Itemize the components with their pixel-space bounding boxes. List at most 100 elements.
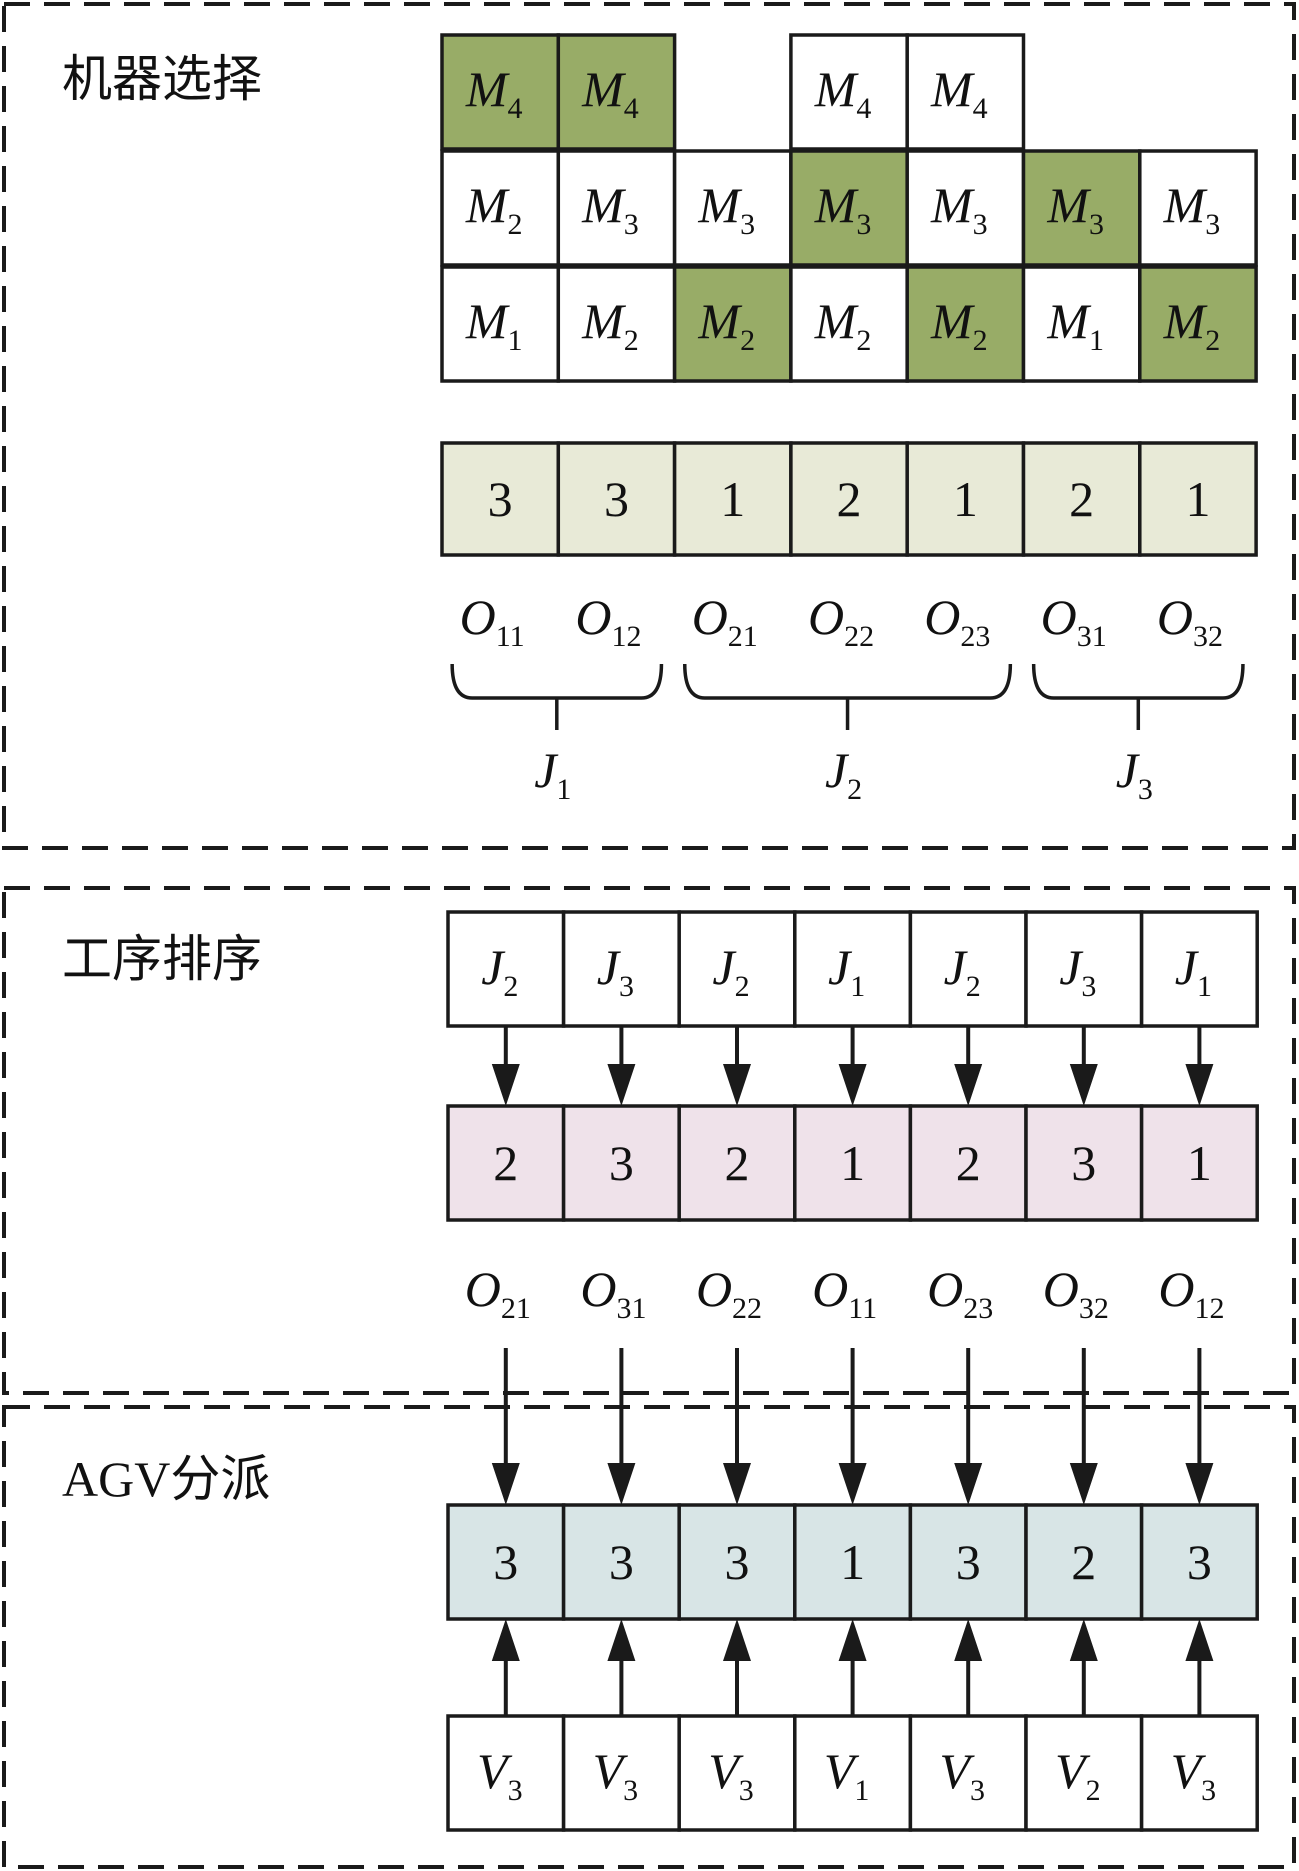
- sequence-gene-box: [1139, 1104, 1259, 1222]
- section-title-machine-selection: 机器选择: [62, 51, 262, 107]
- operation-sequencing-frame: [2, 886, 1296, 1395]
- agv-gene-value: 3: [1187, 1534, 1212, 1590]
- machine-selection-frame: [2, 2, 1296, 850]
- up-arrow: [954, 1619, 983, 1716]
- operation-label: O32: [1157, 589, 1223, 653]
- sequence-job-label: J3: [597, 939, 634, 1003]
- sequence-operation-label: O12: [1158, 1261, 1224, 1325]
- machine-gene-cell: 3: [440, 441, 561, 557]
- sequence-operation-label: O11: [812, 1261, 877, 1325]
- sequence-gene-cell: 3: [1024, 1104, 1144, 1222]
- machine-candidate-cell: M4: [789, 33, 909, 151]
- agv-gene-box: [561, 1503, 681, 1621]
- down-arrow: [607, 1348, 636, 1505]
- sequence-job-cell: J1: [1139, 910, 1259, 1028]
- up-arrow: [838, 1619, 867, 1716]
- agv-gene-value: 3: [956, 1534, 981, 1590]
- machine-label: M4: [814, 61, 872, 125]
- sequence-gene-cell: 2: [446, 1104, 566, 1222]
- machine-gene-value: 3: [488, 471, 513, 527]
- agv-gene-value: 2: [1071, 1534, 1096, 1590]
- sequence-gene-value: 2: [956, 1135, 981, 1191]
- machine-candidate-cell: M4: [440, 33, 561, 151]
- machine-candidate-cell: M4: [905, 33, 1026, 151]
- machine-gene-value: 1: [953, 471, 978, 527]
- job-label: J2: [825, 742, 862, 806]
- sequence-job-cell: J2: [908, 910, 1028, 1028]
- down-arrow: [491, 1026, 520, 1106]
- machine-label: M3: [814, 177, 872, 241]
- machine-gene-box: [672, 441, 793, 557]
- machine-box: [1138, 149, 1258, 267]
- machine-label: M2: [697, 293, 755, 357]
- machine-candidate-cell: M2: [1138, 265, 1258, 383]
- machine-box: [905, 33, 1026, 151]
- vehicle-label: V3: [1171, 1743, 1217, 1807]
- vehicle-cell: V1: [793, 1714, 913, 1832]
- sequence-gene-value: 2: [493, 1135, 518, 1191]
- machine-candidate-cell: M3: [905, 149, 1026, 267]
- vehicle-label: V2: [1055, 1743, 1101, 1807]
- machine-label: M3: [1046, 177, 1104, 241]
- agv-gene-value: 3: [493, 1534, 518, 1590]
- machine-gene-cell: 2: [789, 441, 909, 557]
- agv-gene-cell: 1: [793, 1503, 913, 1621]
- machine-label: M2: [581, 293, 639, 357]
- sequence-job-label: J2: [944, 939, 981, 1003]
- machine-candidate-cell: M1: [1021, 265, 1142, 383]
- machine-candidate-cell: M3: [1021, 149, 1142, 267]
- machine-gene-cell: 1: [1138, 441, 1258, 557]
- vehicle-label: V3: [939, 1743, 985, 1807]
- job-brace: [1031, 663, 1245, 730]
- machine-label: M1: [1046, 293, 1104, 357]
- sequence-gene-box: [908, 1104, 1028, 1222]
- sequence-gene-box: [446, 1104, 566, 1222]
- machine-gene-value: 2: [1069, 471, 1094, 527]
- machine-label: M2: [930, 293, 988, 357]
- down-arrow: [723, 1026, 751, 1106]
- machine-label: M3: [930, 177, 988, 241]
- down-arrow: [1185, 1026, 1214, 1106]
- sequence-operation-label: O32: [1043, 1261, 1109, 1325]
- machine-label: M2: [1163, 293, 1221, 357]
- machine-box: [440, 149, 561, 267]
- vehicle-label: V1: [824, 1743, 870, 1807]
- vehicle-cell: V2: [1024, 1714, 1144, 1832]
- machine-box: [556, 265, 677, 383]
- agv-gene-cell: 3: [446, 1503, 566, 1621]
- machine-gene-value: 3: [604, 471, 629, 527]
- vehicle-label: V3: [477, 1743, 523, 1807]
- machine-label: M2: [465, 177, 523, 241]
- sequence-gene-cell: 1: [793, 1104, 913, 1222]
- vehicle-label: V3: [593, 1743, 639, 1807]
- job-label: J1: [534, 742, 571, 806]
- vehicle-cell: V3: [908, 1714, 1028, 1832]
- up-arrow: [1185, 1619, 1214, 1716]
- sequence-gene-box: [1024, 1104, 1144, 1222]
- agv-gene-cell: 2: [1024, 1503, 1144, 1621]
- down-arrow: [491, 1348, 520, 1505]
- down-arrow: [1185, 1348, 1214, 1505]
- agv-gene-value: 1: [840, 1534, 865, 1590]
- machine-gene-cell: 1: [905, 441, 1026, 557]
- machine-gene-value: 1: [1185, 471, 1210, 527]
- vehicle-box: [793, 1714, 913, 1832]
- sequence-job-box: [1139, 910, 1259, 1028]
- agv-gene-cell: 3: [561, 1503, 681, 1621]
- job-brace: [683, 663, 1013, 730]
- sequence-job-box: [908, 910, 1028, 1028]
- sequence-gene-value: 1: [1187, 1135, 1212, 1191]
- machine-candidate-cell: M2: [789, 265, 909, 383]
- vehicle-box: [446, 1714, 566, 1832]
- selected-machine-box: [905, 265, 1026, 383]
- sequence-job-cell: J1: [793, 910, 913, 1028]
- down-arrow: [954, 1348, 983, 1505]
- vehicle-box: [1139, 1714, 1259, 1832]
- up-arrow: [607, 1619, 636, 1716]
- section-title-operation-sequencing: 工序排序: [62, 931, 262, 987]
- machine-label: M3: [697, 177, 755, 241]
- machine-box: [905, 149, 1026, 267]
- agv-gene-cell: 3: [1139, 1503, 1259, 1621]
